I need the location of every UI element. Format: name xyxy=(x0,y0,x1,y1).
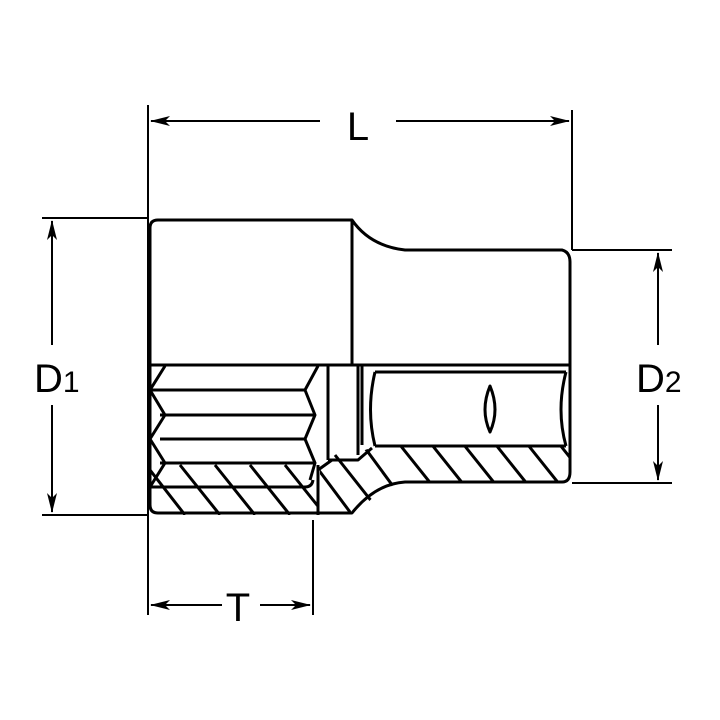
label-D1: D1 xyxy=(34,357,80,401)
dimension-D2: D2 xyxy=(636,252,682,481)
label-T: T xyxy=(226,586,250,630)
label-D2: D2 xyxy=(636,357,682,401)
twelve-point-profile xyxy=(148,365,320,489)
extension-lines xyxy=(42,105,672,615)
ball-detent-icon xyxy=(483,384,497,434)
dimension-L: L xyxy=(150,105,570,149)
label-L: L xyxy=(347,105,369,149)
dimension-D1: D1 xyxy=(34,220,80,513)
dimension-T: T xyxy=(150,586,311,630)
socket-outer-view xyxy=(148,218,572,367)
section-hatching xyxy=(150,445,570,515)
square-drive-recess xyxy=(326,366,568,462)
socket-section-view xyxy=(148,365,572,515)
